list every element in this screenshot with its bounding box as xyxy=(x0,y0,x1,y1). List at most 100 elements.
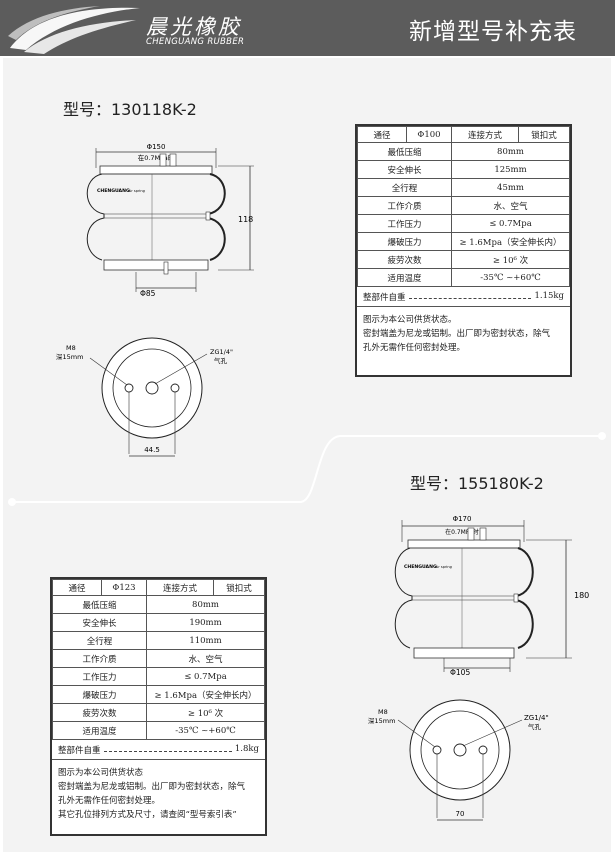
spec-value: 190mm xyxy=(146,613,265,632)
note-line: 密封端盖为尼龙或铝制。出厂即为密封状态，除气 xyxy=(363,329,551,339)
side-view-drawing-2: Φ170 在0.7MPa时 CHENGUANG Air spring Φ105 … xyxy=(394,515,589,676)
spec-label: 疲劳次数 xyxy=(357,250,452,269)
spec-notes: 图示为本公司供货状态。 密封端盖为尼龙或铝制。出厂即为密封状态，除气 孔外无需作… xyxy=(357,307,570,375)
spec-row: 爆破压力≥ 1.6Mpa（安全伸长内） xyxy=(52,685,265,704)
spec-notes: 图示为本公司供货状态 密封端盖为尼龙或铝制。出厂即为密封状态，除气 孔外无需作任… xyxy=(52,760,265,834)
spec-value: -35℃ ~+60℃ xyxy=(451,268,570,287)
dim-spacing-2: 70 xyxy=(456,810,465,818)
spec-label: 爆破压力 xyxy=(52,685,147,704)
brand-name-cn: 晨光橡胶 xyxy=(146,15,242,39)
top-view-drawing-2: M8 深15mm ZG1/4" 气孔 70 xyxy=(368,699,549,821)
spec-value: 水、空气 xyxy=(451,196,570,215)
note-line: 孔外无需作任何密封处理。 xyxy=(58,796,161,806)
spec-row: 疲劳次数≥ 10⁶ 次 xyxy=(52,703,265,722)
spec-header-cell: 通径 xyxy=(52,579,102,596)
spec-label: 爆破压力 xyxy=(357,232,452,251)
header-bar: 晨光橡胶 CHENGUANG RUBBER 新增型号补充表 xyxy=(0,0,615,56)
spec-value: 水、空气 xyxy=(146,649,265,668)
body-logo-2: CHENGUANG xyxy=(404,564,437,570)
body-sub-1: Air spring xyxy=(128,189,145,193)
dim-top-diameter-2: Φ170 xyxy=(453,515,472,523)
spec-label: 工作压力 xyxy=(357,214,452,233)
spec-row: 工作压力≤ 0.7Mpa xyxy=(357,214,570,233)
spec-row: 工作介质水、空气 xyxy=(357,196,570,215)
port-sub-1: 气孔 xyxy=(214,356,228,365)
spec-header-row: 通径 Φ123 连接方式 锁扣式 xyxy=(52,579,265,596)
body-logo-1: CHENGUANG xyxy=(97,188,130,194)
side-view-drawing-1: Φ150 在0.7MPa时 CHENGUANG Air spring Φ85 1… xyxy=(86,143,254,298)
port-label-1: ZG1/4" xyxy=(210,348,233,356)
dim-spacing-1: 44.5 xyxy=(144,446,160,454)
dim-top-diameter-1: Φ150 xyxy=(147,143,166,151)
spec-label: 最低压缩 xyxy=(52,595,147,614)
spec-total-weight: 整部件自重 1.15kg xyxy=(357,287,570,307)
model-title-1: 型号：130118K-2 xyxy=(63,100,197,119)
total-weight-label: 整部件自重 xyxy=(58,746,101,756)
spec-header-cell: Φ123 xyxy=(101,579,147,596)
spec-total-weight: 整部件自重 1.8kg xyxy=(52,740,265,760)
spec-label: 适用温度 xyxy=(357,268,452,287)
pressure-note-2: 在0.7MPa时 xyxy=(445,528,479,536)
body-sub-2: Air spring xyxy=(435,565,452,569)
note-line: 密封端盖为尼龙或铝制。出厂即为密封状态，除气 xyxy=(58,782,246,792)
spec-row: 适用温度-35℃ ~+60℃ xyxy=(357,268,570,287)
note-line: 图示为本公司供货状态。 xyxy=(363,315,457,325)
spec-value: 110mm xyxy=(146,631,265,650)
depth-label-1: 深15mm xyxy=(56,352,83,361)
spec-label: 工作介质 xyxy=(52,649,147,668)
spec-row: 疲劳次数≥ 10⁶ 次 xyxy=(357,250,570,269)
spec-label: 全行程 xyxy=(52,631,147,650)
spec-value: 45mm xyxy=(451,178,570,197)
pressure-note-1: 在0.7MPa时 xyxy=(138,153,175,162)
spec-value: ≤ 0.7Mpa xyxy=(146,667,265,686)
depth-label-2: 深15mm xyxy=(368,716,395,725)
port-sub-2: 气孔 xyxy=(528,722,542,731)
spec-label: 疲劳次数 xyxy=(52,703,147,722)
spec-label: 工作压力 xyxy=(52,667,147,686)
spec-value: 125mm xyxy=(451,160,570,179)
m8-label-1: M8 xyxy=(66,344,76,352)
spec-header-cell: 连接方式 xyxy=(145,579,215,596)
spec-row: 适用温度-35℃ ~+60℃ xyxy=(52,721,265,740)
spec-header-cell: 通径 xyxy=(357,126,407,143)
leader-dashes xyxy=(408,291,532,299)
spec-value: ≥ 10⁶ 次 xyxy=(451,250,570,269)
spec-header-row: 通径 Φ100 连接方式 锁扣式 xyxy=(357,126,570,143)
dim-bottom-diameter-1: Φ85 xyxy=(140,289,156,298)
dim-bottom-diameter-2: Φ105 xyxy=(450,668,470,676)
spec-row: 工作压力≤ 0.7Mpa xyxy=(52,667,265,686)
spec-value: 80mm xyxy=(451,142,570,161)
total-weight-value: 1.15kg xyxy=(534,291,564,301)
spec-value: -35℃ ~+60℃ xyxy=(146,721,265,740)
spec-label: 全行程 xyxy=(357,178,452,197)
brand-name-en: CHENGUANG RUBBER xyxy=(146,37,245,47)
section-divider xyxy=(8,432,606,506)
spec-label: 工作介质 xyxy=(357,196,452,215)
spec-header-cell: 锁扣式 xyxy=(518,126,570,143)
top-view-drawing-1: M8 深15mm ZG1/4" 气孔 44.5 xyxy=(56,337,233,457)
dim-height-1: 118 xyxy=(238,215,253,224)
spec-value: ≥ 1.6Mpa（安全伸长内） xyxy=(146,685,265,704)
model-title-2: 型号：155180K-2 xyxy=(410,474,544,493)
spec-header-cell: 连接方式 xyxy=(450,126,520,143)
spec-label: 最低压缩 xyxy=(357,142,452,161)
spec-label: 安全伸长 xyxy=(52,613,147,632)
note-line: 其它孔位排列方式及尺寸，请查阅“型号索引表” xyxy=(58,810,237,820)
spec-value: 80mm xyxy=(146,595,265,614)
spec-header-cell: Φ100 xyxy=(406,126,452,143)
spec-value: ≥ 10⁶ 次 xyxy=(146,703,265,722)
note-line: 图示为本公司供货状态 xyxy=(58,768,144,778)
note-line: 孔外无需作任何密封处理。 xyxy=(363,343,466,353)
spec-row: 工作介质水、空气 xyxy=(52,649,265,668)
spec-value: ≥ 1.6Mpa（安全伸长内） xyxy=(451,232,570,251)
spec-label: 安全伸长 xyxy=(357,160,452,179)
m8-label-2: M8 xyxy=(378,708,388,716)
